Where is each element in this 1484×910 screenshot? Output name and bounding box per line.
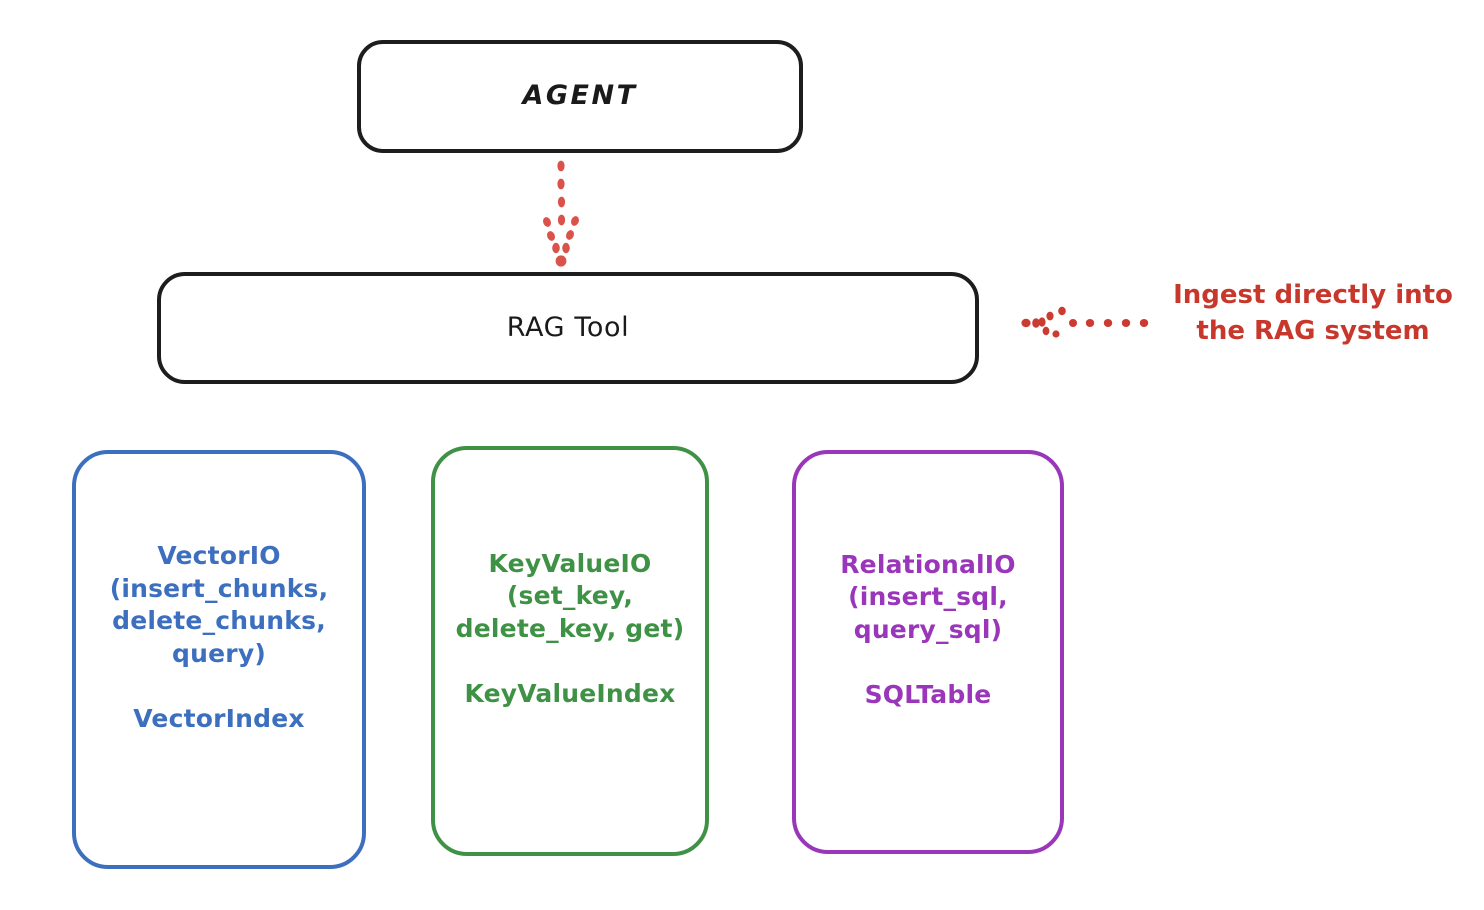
- node-rag-tool-label: RAG Tool: [506, 311, 630, 343]
- annotation-ingest-note: Ingest directly into the RAG system: [1173, 280, 1453, 346]
- node-vector-io[interactable]: VectorIO (insert_chunks, delete_chunks, …: [72, 450, 366, 869]
- node-agent-label: AGENT: [522, 80, 638, 112]
- connector-ingest-to-rag-tool: [1021, 306, 1149, 338]
- node-rag-tool[interactable]: RAG Tool: [157, 272, 979, 384]
- node-agent[interactable]: AGENT: [357, 40, 803, 153]
- node-key-value-io[interactable]: KeyValueIO (set_key, delete_key, get) Ke…: [431, 446, 709, 856]
- connector-agent-to-rag-tool: [543, 160, 579, 267]
- node-relational-io-label: RelationalIO (insert_sql, query_sql) SQL…: [840, 549, 1016, 709]
- node-relational-io[interactable]: RelationalIO (insert_sql, query_sql) SQL…: [792, 450, 1064, 854]
- node-vector-io-label: VectorIO (insert_chunks, delete_chunks, …: [109, 541, 329, 733]
- node-key-value-io-label: KeyValueIO (set_key, delete_key, get) Ke…: [455, 548, 685, 708]
